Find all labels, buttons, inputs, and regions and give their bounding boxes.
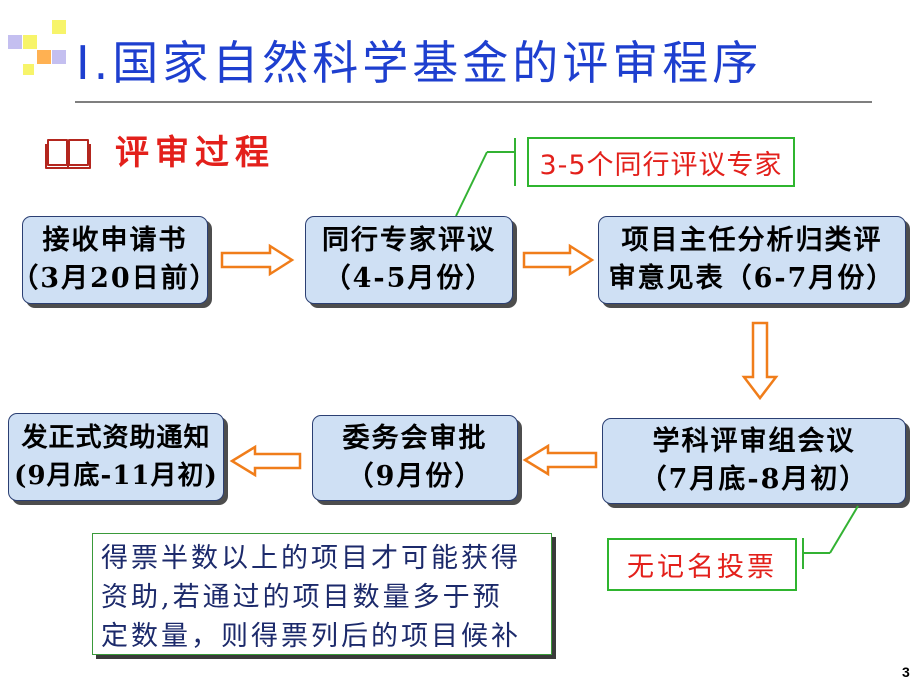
decor-square <box>23 35 37 49</box>
flow-step-program-director-analysis: 项目主任分析归类评 审意见表（6-7月份） <box>598 216 906 304</box>
arrow-right-icon <box>522 243 595 277</box>
step-text-line: （9月份） <box>346 461 484 492</box>
callout-text: 3-5个同行评议专家 <box>539 149 783 181</box>
arrow-left-icon <box>229 444 302 478</box>
step-text-line: （7月底-8月初） <box>639 464 869 495</box>
callout-text: 无记名投票 <box>627 552 777 583</box>
step-text-line: 项目主任分析归类评 <box>621 225 883 256</box>
callout-peer-reviewers: 3-5个同行评议专家 <box>527 137 795 187</box>
note-line: 定数量，则得票列后的项目候补 <box>101 621 521 652</box>
note-line: 资助,若通过的项目数量多于预 <box>101 582 503 613</box>
flow-step-peer-review: 同行专家评议 （4-5月份） <box>305 216 513 304</box>
note-line: 得票半数以上的项目才可能获得 <box>101 543 521 574</box>
section-heading: 评审过程 <box>115 133 275 173</box>
step-text-line: 发正式资助通知 <box>21 423 211 453</box>
slide-title: Ⅰ.国家自然科学基金的评审程序 <box>76 36 763 90</box>
callout-anonymous-vote: 无记名投票 <box>607 538 797 591</box>
arrow-down-icon <box>741 321 779 401</box>
step-text-line: 审意见表（6-7月份） <box>608 263 896 294</box>
decor-square <box>37 50 51 64</box>
callout-leader-line <box>455 151 488 217</box>
decor-square <box>52 20 66 34</box>
note-box: 得票半数以上的项目才可能获得 资助,若通过的项目数量多于预 定数量，则得票列后的… <box>92 533 552 655</box>
flow-step-discipline-panel-meeting: 学科评审组会议 （7月底-8月初） <box>602 418 906 504</box>
step-text-line: 学科评审组会议 <box>652 426 856 457</box>
step-text-line: 同行专家评议 <box>322 225 496 256</box>
step-text-line: 委务会审批 <box>342 423 488 454</box>
step-text-line: （3月20日前） <box>11 263 219 294</box>
decor-square <box>52 50 66 64</box>
step-text-line: (9月底-11月初) <box>14 461 218 491</box>
title-underline <box>75 101 872 103</box>
decor-square <box>23 64 34 75</box>
callout-leader-line <box>829 505 859 554</box>
decor-square <box>8 35 22 49</box>
flow-step-funding-notice: 发正式资助通知 (9月底-11月初) <box>8 413 224 501</box>
book-icon <box>44 136 92 172</box>
flow-step-committee-approval: 委务会审批 （9月份） <box>312 415 518 501</box>
arrow-right-icon <box>220 243 295 277</box>
step-text-line: （4-5月份） <box>323 263 495 294</box>
flow-step-receive-application: 接收申请书 （3月20日前） <box>11 216 217 304</box>
step-text-line: 接收申请书 <box>42 225 188 256</box>
page-number: 3 <box>902 664 910 680</box>
arrow-left-icon <box>522 443 598 477</box>
